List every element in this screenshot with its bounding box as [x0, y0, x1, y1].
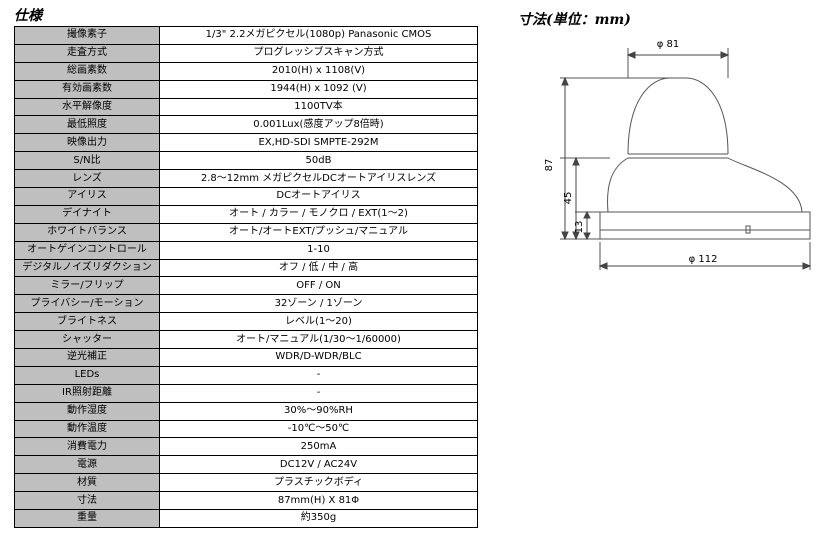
- spec-label: 重量: [14, 509, 160, 528]
- spec-value: オート / カラー / モノクロ / EXT(1～2): [159, 204, 478, 224]
- spec-row: 動作温度-10℃～50℃: [14, 419, 478, 439]
- spec-value: オート/オートEXT/プッシュ/マニュアル: [159, 222, 478, 242]
- spec-value: オフ / 低 / 中 / 高: [159, 258, 478, 278]
- spec-label: 寸法: [14, 491, 160, 511]
- spec-value: WDR/D-WDR/BLC: [159, 348, 478, 367]
- spec-value: 250mA: [159, 437, 478, 457]
- spec-value: 1/3" 2.2メガピクセル(1080p) Panasonic CMOS: [159, 26, 478, 45]
- spec-label: IR照射距離: [14, 383, 160, 403]
- spec-value: 1100TV本: [159, 97, 478, 117]
- top-diameter-label: φ 81: [657, 39, 680, 50]
- spec-title: 仕様: [14, 8, 42, 24]
- dome-shape: [627, 77, 729, 155]
- spec-row: デジタルノイズリダクションオフ / 低 / 中 / 高: [14, 258, 478, 278]
- total-height-label: 87: [544, 159, 555, 172]
- spec-label: 総画素数: [14, 61, 160, 81]
- spec-value: 0.001Lux(感度アップ8倍時): [159, 115, 478, 135]
- spec-label: LEDs: [14, 365, 160, 385]
- spec-row: 重量約350g: [14, 509, 478, 528]
- spec-label: 最低照度: [14, 115, 160, 135]
- spec-value: EX,HD-SDI SMPTE-292M: [159, 133, 478, 153]
- base-diameter-label: φ 112: [689, 254, 718, 265]
- dimension-title: 寸法(単位：mm): [518, 12, 631, 28]
- spec-label: アイリス: [14, 187, 160, 206]
- spec-value: 30%～90%RH: [159, 401, 478, 421]
- spec-value: -: [159, 383, 478, 403]
- spec-label: プライバシー/モーション: [14, 294, 160, 314]
- spec-label: デジタルノイズリダクション: [14, 258, 160, 278]
- spec-row: 材質プラスチックボディ: [14, 473, 478, 493]
- spec-value: レベル(1～20): [159, 312, 478, 332]
- spec-label: 撮像素子: [14, 26, 160, 45]
- mid-height-label: 45: [563, 192, 574, 205]
- dimension-diagram: φ 81 87 45 13 φ 112: [544, 39, 812, 270]
- spec-label: 材質: [14, 473, 160, 493]
- spec-value: 約350g: [159, 509, 478, 528]
- housing-shape: [607, 157, 803, 213]
- spec-value: プログレッシブスキャン方式: [159, 43, 478, 63]
- spec-label: 水平解像度: [14, 97, 160, 117]
- spec-label: ブライトネス: [14, 312, 160, 332]
- spec-label: 消費電力: [14, 437, 160, 457]
- spec-value: -10℃～50℃: [159, 419, 478, 439]
- spec-value: オート/マニュアル(1/30～1/60000): [159, 330, 478, 350]
- spec-label: 電源: [14, 455, 160, 475]
- spec-label: オートゲインコントロール: [14, 240, 160, 260]
- spec-row: 走査方式プログレッシブスキャン方式: [14, 43, 478, 63]
- spec-label: 映像出力: [14, 133, 160, 153]
- spec-row: LEDs-: [14, 365, 478, 385]
- spec-value: 87mm(H) X 81Φ: [159, 491, 478, 511]
- spec-label: S/N比: [14, 151, 160, 171]
- spec-label: レンズ: [14, 169, 160, 189]
- spec-label: 逆光補正: [14, 348, 160, 367]
- base-shape: [599, 211, 811, 240]
- spec-label: 動作湿度: [14, 401, 160, 421]
- spec-label: 有効画素数: [14, 79, 160, 99]
- spec-row: ブライトネスレベル(1～20): [14, 312, 478, 332]
- spec-value: 1-10: [159, 240, 478, 260]
- spec-label: 動作温度: [14, 419, 160, 439]
- spec-value: 2010(H) x 1108(V): [159, 61, 478, 81]
- spec-label: シャッター: [14, 330, 160, 350]
- spec-row: IR照射距離-: [14, 383, 478, 403]
- spec-value: プラスチックボディ: [159, 473, 478, 493]
- spec-value: -: [159, 365, 478, 385]
- base-height-label: 13: [574, 221, 585, 234]
- spec-value: 2.8～12mm メガピクセルDCオートアイリスレンズ: [159, 169, 478, 189]
- spec-value: DC12V / AC24V: [159, 455, 478, 475]
- spec-row: デイナイトオート / カラー / モノクロ / EXT(1～2): [14, 204, 478, 224]
- spec-value: 32ゾーン / 1ゾーン: [159, 294, 478, 314]
- spec-row: ホワイトバランスオート/オートEXT/プッシュ/マニュアル: [14, 222, 478, 242]
- spec-row: シャッターオート/マニュアル(1/30～1/60000): [14, 330, 478, 350]
- spec-label: 走査方式: [14, 43, 160, 63]
- spec-label: ホワイトバランス: [14, 222, 160, 242]
- spec-value: OFF / ON: [159, 276, 478, 296]
- spec-value: 50dB: [159, 151, 478, 171]
- spec-value: DCオートアイリス: [159, 187, 478, 206]
- spec-value: 1944(H) x 1092 (V): [159, 79, 478, 99]
- spec-label: ミラー/フリップ: [14, 276, 160, 296]
- spec-label: デイナイト: [14, 204, 160, 224]
